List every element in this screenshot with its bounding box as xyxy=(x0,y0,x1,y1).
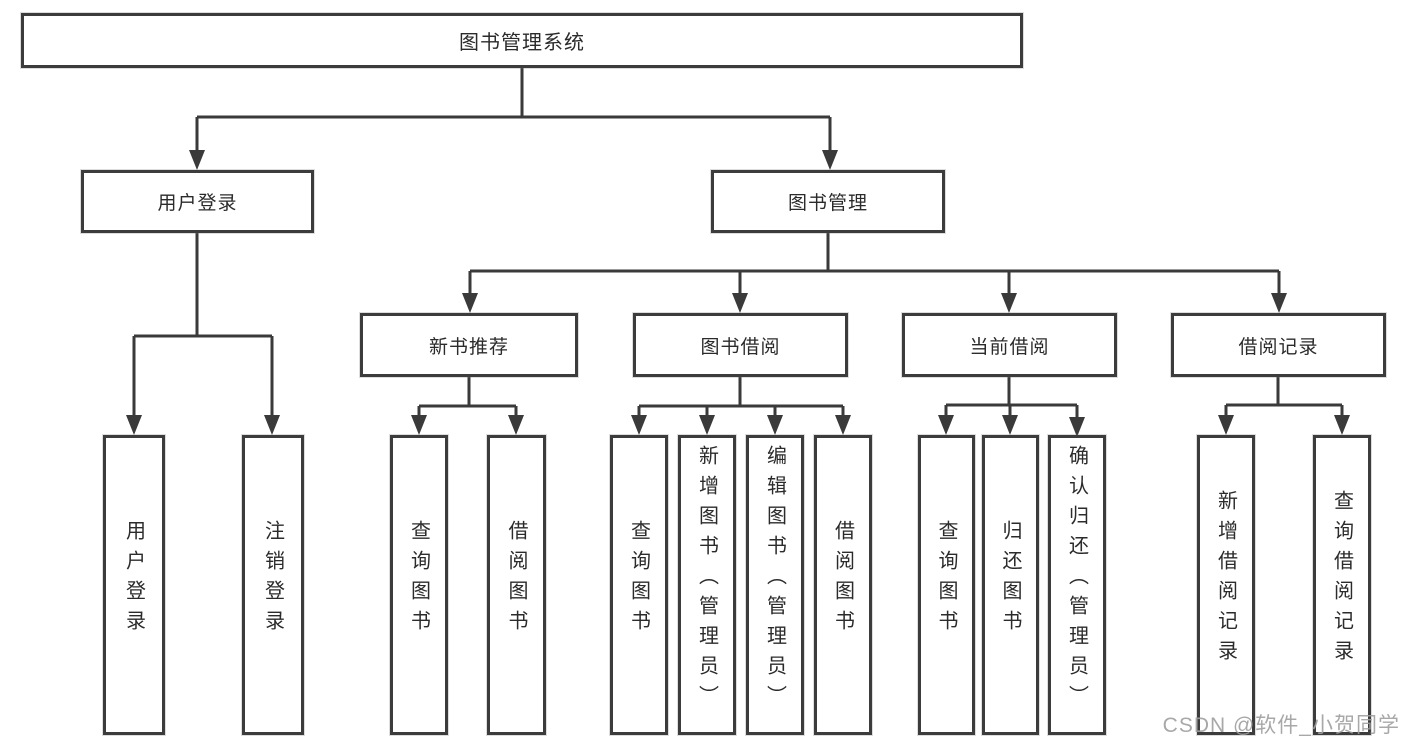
arrowhead xyxy=(1334,415,1350,435)
node-current-borrow-label: 当前借阅 xyxy=(969,336,1050,358)
arrowhead xyxy=(699,415,715,435)
node-user-login-label: 用户登录 xyxy=(157,193,238,214)
leaf-cb-confirm-return-label: 确认归还（管理员） xyxy=(1065,445,1088,715)
leaf-nbr-query-books: 查询图书 xyxy=(390,435,448,735)
leaf-cb-return-books: 归还图书 xyxy=(982,435,1039,735)
csdn-watermark: CSDN @软件_小贺同学 xyxy=(1162,714,1400,737)
arrowhead xyxy=(1218,415,1234,435)
node-new-book-rec: 新书推荐 xyxy=(360,313,578,377)
leaf-cb-confirm-return: 确认归还（管理员） xyxy=(1048,435,1106,735)
leaf-nbr-borrow-books-label: 借阅图书 xyxy=(505,520,527,640)
edge-newbookrec-to-leaves xyxy=(417,377,518,419)
node-new-book-rec-label: 新书推荐 xyxy=(428,336,509,358)
arrowhead xyxy=(732,293,748,313)
edge-currentborrow-to-leaves xyxy=(944,377,1079,419)
leaf-cb-return-books-label: 归还图书 xyxy=(999,520,1021,640)
leaf-br-add-record-label: 新增借阅记录 xyxy=(1214,490,1237,670)
leaf-nbr-borrow-books: 借阅图书 xyxy=(487,435,546,735)
arrowhead xyxy=(126,415,142,435)
leaf-user-login: 用户登录 xyxy=(103,435,165,735)
leaf-bb-borrow-books-label: 借阅图书 xyxy=(831,520,854,640)
node-root-label: 图书管理系统 xyxy=(459,32,585,54)
arrowhead xyxy=(1069,417,1085,437)
leaf-bb-edit-books-label: 编辑图书（管理员） xyxy=(763,445,786,715)
leaf-logout-label: 注销登录 xyxy=(261,520,284,640)
leaf-bb-edit-books: 编辑图书（管理员） xyxy=(746,435,804,735)
node-book-borrow-label: 图书借阅 xyxy=(700,336,781,358)
node-book-borrow: 图书借阅 xyxy=(633,313,848,377)
arrowhead xyxy=(508,415,524,435)
arrowhead xyxy=(462,293,478,313)
arrowhead xyxy=(835,415,851,435)
leaf-bb-query-books-label: 查询图书 xyxy=(627,520,650,640)
leaf-user-login-label: 用户登录 xyxy=(122,520,145,640)
node-book-mgmt: 图书管理 xyxy=(711,170,945,233)
edge-userlogin-to-leaves xyxy=(132,233,274,419)
leaf-nbr-query-books-label: 查询图书 xyxy=(407,520,430,640)
node-root: 图书管理系统 xyxy=(21,13,1023,68)
arrowhead xyxy=(411,415,427,435)
node-book-mgmt-label: 图书管理 xyxy=(787,193,868,214)
edge-bookborrow-to-leaves xyxy=(637,377,845,419)
leaf-cb-query-books: 查询图书 xyxy=(918,435,975,735)
arrowhead xyxy=(822,150,838,170)
leaf-br-add-record: 新增借阅记录 xyxy=(1197,435,1255,735)
arrowhead xyxy=(1001,293,1017,313)
leaf-bb-add-books-label: 新增图书（管理员） xyxy=(695,445,718,715)
leaf-bb-borrow-books: 借阅图书 xyxy=(814,435,872,735)
node-user-login: 用户登录 xyxy=(81,170,314,233)
leaf-br-query-record-label: 查询借阅记录 xyxy=(1330,490,1353,670)
arrowhead xyxy=(767,415,783,435)
node-borrow-records: 借阅记录 xyxy=(1171,313,1386,377)
leaf-bb-query-books: 查询图书 xyxy=(610,435,668,735)
leaf-br-query-record: 查询借阅记录 xyxy=(1313,435,1371,735)
edge-borrowrecords-to-leaves xyxy=(1224,377,1344,419)
edge-root-to-level2 xyxy=(195,68,832,154)
arrowhead xyxy=(264,415,280,435)
arrowhead xyxy=(1271,293,1287,313)
node-current-borrow: 当前借阅 xyxy=(902,313,1117,377)
arrowhead xyxy=(631,415,647,435)
edge-bookmgmt-to-level3 xyxy=(468,233,1281,297)
leaf-bb-add-books: 新增图书（管理员） xyxy=(678,435,736,735)
leaf-cb-query-books-label: 查询图书 xyxy=(935,520,957,640)
arrowhead xyxy=(1002,415,1018,435)
node-borrow-records-label: 借阅记录 xyxy=(1238,336,1319,358)
leaf-logout: 注销登录 xyxy=(242,435,304,735)
arrowhead xyxy=(938,415,954,435)
arrowhead xyxy=(189,150,205,170)
arrowheads xyxy=(126,150,1350,437)
